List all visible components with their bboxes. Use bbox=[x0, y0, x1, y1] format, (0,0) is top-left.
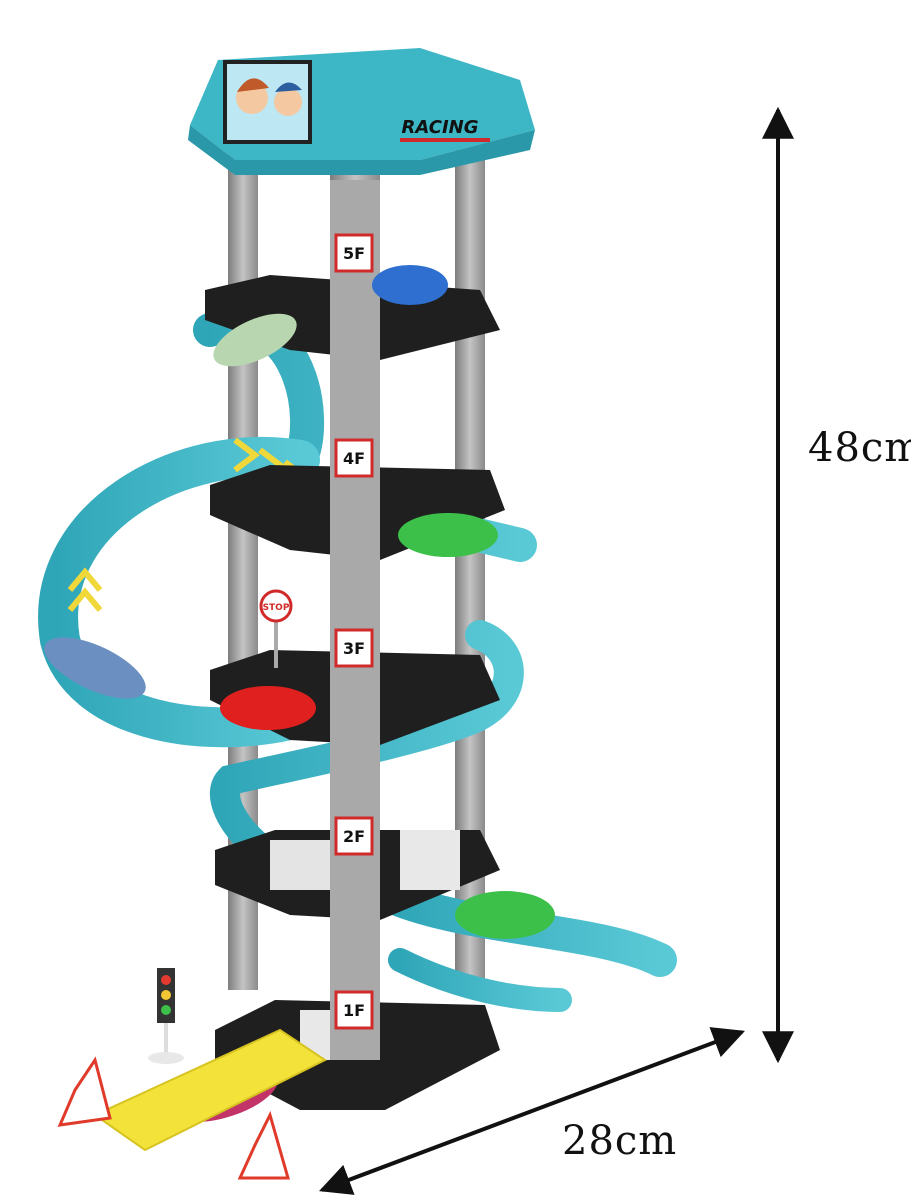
roof-racing-sign: RACING bbox=[402, 117, 479, 138]
depth-dimension-label: 28cm bbox=[562, 1118, 678, 1164]
floor-label-5f: 5F bbox=[343, 244, 365, 263]
floor-label-1f: 1F bbox=[343, 1001, 365, 1020]
floor-label-4f: 4F bbox=[343, 449, 365, 468]
roof: RACING bbox=[188, 48, 535, 175]
floor-label-3f: 3F bbox=[343, 639, 365, 658]
floor-labels: 5F 4F 3F 2F 1F bbox=[343, 244, 365, 1020]
depth-arrow bbox=[319, 1027, 745, 1195]
traffic-cones bbox=[57, 1056, 290, 1180]
stop-sign: STOP bbox=[259, 589, 293, 668]
height-dimension-label: 48cm bbox=[808, 425, 911, 471]
central-tower bbox=[330, 180, 380, 1060]
traffic-light bbox=[148, 968, 184, 1064]
stop-sign-text: STOP bbox=[263, 603, 290, 613]
floor-label-2f: 2F bbox=[343, 827, 365, 846]
